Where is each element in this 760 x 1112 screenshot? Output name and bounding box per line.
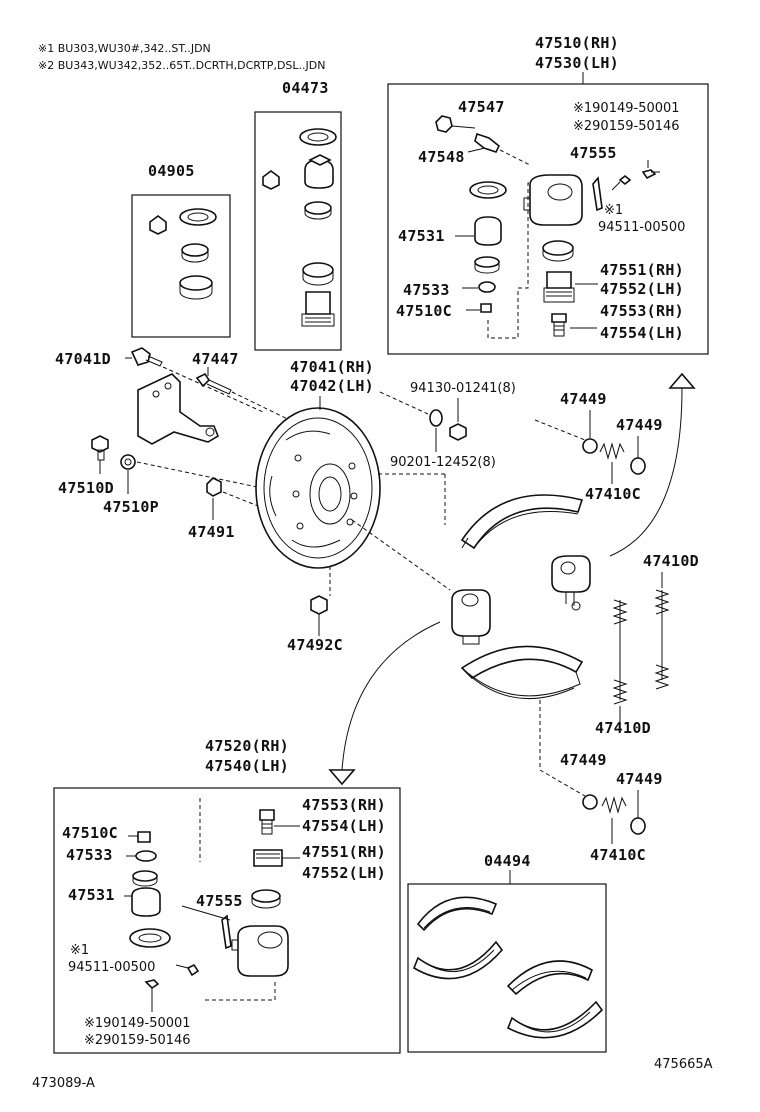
label-47547[interactable]: 47547 [458,98,505,116]
label-47551-bot[interactable]: 47551(RH) [302,843,386,861]
label-04473[interactable]: 04473 [282,79,329,97]
wheel-cylinder-rh-parts [435,115,660,339]
label-47554-top[interactable]: 47554(LH) [600,324,684,342]
kit-04905-box [131,194,231,338]
label-04494[interactable]: 04494 [484,852,531,870]
label-47449-c[interactable]: 47449 [560,751,607,769]
label-47449-a[interactable]: 47449 [560,390,607,408]
label-47554-bot[interactable]: 47554(LH) [302,817,386,835]
backing-plate-parts [91,347,696,797]
label-47533-bot[interactable]: 47533 [66,846,113,864]
label-47555-top[interactable]: 47555 [570,144,617,162]
label-47492c[interactable]: 47492C [287,636,343,654]
label-47449-d[interactable]: 47449 [616,770,663,788]
label-47410c-b[interactable]: 47410C [590,846,646,864]
wheel-cylinder-lh-box [53,787,401,1054]
label-94511-bot[interactable]: 94511-00500 [68,960,155,975]
label-47510d[interactable]: 47510D [58,479,114,497]
label-47447[interactable]: 47447 [192,350,239,368]
label-47530-lh[interactable]: 47530(LH) [535,54,619,72]
label-47555-bot[interactable]: 47555 [196,892,243,910]
label-47449-b[interactable]: 47449 [616,416,663,434]
kit-04494-box [407,883,607,1053]
label-47553-top[interactable]: 47553(RH) [600,302,684,320]
label-90201[interactable]: 90201-12452(8) [390,455,496,470]
lower-spring-parts [582,790,646,844]
label-04905[interactable]: 04905 [148,162,195,180]
label-94511-top[interactable]: 94511-00500 [598,220,685,235]
label-47510p[interactable]: 47510P [103,498,159,516]
label-190149-bot[interactable]: ※190149-50001 [84,1016,191,1031]
label-47551-top[interactable]: 47551(RH) [600,261,684,279]
label-47042-lh[interactable]: 47042(LH) [290,377,374,395]
label-47540-lh[interactable]: 47540(LH) [205,757,289,775]
label-note1-bot[interactable]: ※1 [70,943,89,958]
label-47510c-bot[interactable]: 47510C [62,824,118,842]
footer-right-code: 475665A [654,1057,713,1072]
label-47548[interactable]: 47548 [418,148,465,166]
label-47531-bot[interactable]: 47531 [68,886,115,904]
label-47531-top[interactable]: 47531 [398,227,445,245]
kit-04494-shoes [413,896,604,1039]
label-94130[interactable]: 94130-01241(8) [410,381,516,396]
kit-04905-parts [149,208,217,300]
wheel-cylinder-lh-parts [124,798,300,1012]
label-47410d-b[interactable]: 47410D [595,719,651,737]
label-47410c-a[interactable]: 47410C [585,485,641,503]
label-47552-top[interactable]: 47552(LH) [600,280,684,298]
label-47041-rh[interactable]: 47041(RH) [290,358,374,376]
label-47520-rh[interactable]: 47520(RH) [205,737,289,755]
kit-04473-box [254,111,342,351]
footer-left-code: 473089-A [32,1076,95,1091]
label-47533-top[interactable]: 47533 [403,281,450,299]
label-290159-bot[interactable]: ※290159-50146 [84,1033,191,1048]
label-47510-rh[interactable]: 47510(RH) [535,34,619,52]
label-190149-top[interactable]: ※190149-50001 [573,101,680,116]
label-290159-top[interactable]: ※290159-50146 [573,119,680,134]
kit-04473-parts [262,128,337,327]
label-47510c-top[interactable]: 47510C [396,302,452,320]
label-47410d-a[interactable]: 47410D [643,552,699,570]
note-2: ※2 BU343,WU342,352..65T..DCRTH,DCRTP,DSL… [38,59,325,72]
label-note1-top[interactable]: ※1 [604,203,623,218]
label-47041d[interactable]: 47041D [55,350,111,368]
wheel-cylinder-rh-box [387,83,709,355]
note-1: ※1 BU303,WU30#,342..ST..JDN [38,42,211,55]
label-47491[interactable]: 47491 [188,523,235,541]
label-47552-bot[interactable]: 47552(LH) [302,864,386,882]
label-47553-bot[interactable]: 47553(RH) [302,796,386,814]
